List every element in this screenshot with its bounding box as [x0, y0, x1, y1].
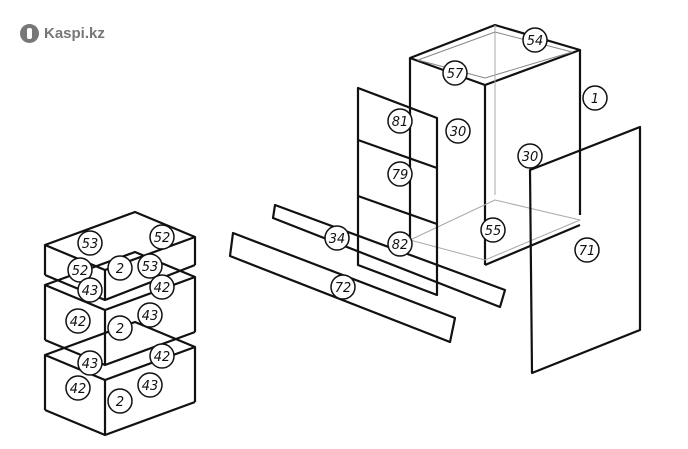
callout-label: 42	[154, 281, 171, 296]
callout-circle	[77, 230, 103, 256]
callout-circle	[137, 302, 163, 328]
callout-53: 53	[77, 230, 103, 256]
callout-label: 82	[392, 238, 409, 253]
callout-label: 2	[116, 322, 124, 337]
callout-79: 79	[387, 161, 413, 187]
callout-label: 2	[116, 262, 124, 277]
callout-52: 52	[67, 257, 93, 283]
callout-82: 82	[387, 231, 413, 257]
callout-circle	[77, 277, 103, 303]
callout-43: 43	[137, 372, 163, 398]
callout-label: 43	[82, 284, 99, 299]
callout-label: 43	[82, 357, 99, 372]
callout-circle	[324, 225, 350, 251]
callout-circle	[480, 217, 506, 243]
callout-circle	[137, 372, 163, 398]
callout-42: 42	[149, 343, 175, 369]
callout-label: 57	[447, 67, 464, 82]
callout-label: 2	[116, 395, 124, 410]
callout-label: 81	[392, 115, 409, 130]
callout-circle	[522, 27, 548, 53]
callout-label: 54	[527, 34, 544, 49]
callout-circle	[107, 255, 133, 281]
callout-circle	[582, 85, 608, 111]
watermark-logo: Kaspi.kz	[20, 24, 105, 43]
callout-label: 55	[485, 224, 502, 239]
kaspi-logo-icon	[20, 24, 39, 43]
callout-circle	[77, 350, 103, 376]
callout-52: 52	[149, 224, 175, 250]
callout-43: 43	[77, 350, 103, 376]
callout-label: 71	[579, 244, 596, 259]
callout-57: 57	[442, 60, 468, 86]
panel-71	[528, 125, 642, 375]
callout-circle	[107, 315, 133, 341]
callout-circle	[387, 108, 413, 134]
callout-43: 43	[137, 302, 163, 328]
callout-label: 30	[522, 150, 539, 165]
callout-circle	[387, 231, 413, 257]
callout-label: 34	[329, 232, 346, 247]
drawer-front-panel	[356, 86, 439, 297]
callout-circle	[107, 388, 133, 414]
callout-43: 43	[77, 277, 103, 303]
callout-label: 42	[154, 350, 171, 365]
callout-54: 54	[522, 27, 548, 53]
callout-label: 1	[591, 92, 599, 107]
callout-label: 43	[142, 379, 159, 394]
callout-55: 55	[480, 217, 506, 243]
callout-circle	[387, 161, 413, 187]
callout-81: 81	[387, 108, 413, 134]
callout-circle	[149, 343, 175, 369]
callout-42: 42	[149, 274, 175, 300]
callout-42: 42	[65, 308, 91, 334]
callout-label: 52	[72, 264, 89, 279]
callout-34: 34	[324, 225, 350, 251]
callout-2: 2	[107, 255, 133, 281]
callout-label: 79	[392, 168, 409, 183]
callout-label: 42	[70, 382, 87, 397]
callout-2: 2	[107, 315, 133, 341]
callout-label: 42	[70, 315, 87, 330]
callout-30: 30	[517, 143, 543, 169]
plinth-72	[228, 231, 457, 344]
callout-label: 53	[142, 260, 159, 275]
rail-34	[271, 203, 507, 309]
callout-label: 43	[142, 309, 159, 324]
callout-circle	[442, 60, 468, 86]
callout-circle	[149, 274, 175, 300]
callout-label: 30	[450, 125, 467, 140]
callout-label: 52	[154, 231, 171, 246]
callout-circle	[330, 274, 356, 300]
callout-2: 2	[107, 388, 133, 414]
callout-label: 53	[82, 237, 99, 252]
callout-circle	[137, 253, 163, 279]
callout-72: 72	[330, 274, 356, 300]
callout-71: 71	[574, 237, 600, 263]
callout-circle	[574, 237, 600, 263]
callout-circle	[445, 118, 471, 144]
callout-circle	[65, 308, 91, 334]
callout-circle	[67, 257, 93, 283]
callout-circle	[517, 143, 543, 169]
callout-circle	[65, 375, 91, 401]
callout-label: 72	[335, 281, 352, 296]
watermark-text: Kaspi.kz	[44, 25, 105, 42]
callout-42: 42	[65, 375, 91, 401]
callout-30: 30	[445, 118, 471, 144]
callout-53: 53	[137, 253, 163, 279]
callout-circle	[149, 224, 175, 250]
callout-1: 1	[582, 85, 608, 111]
